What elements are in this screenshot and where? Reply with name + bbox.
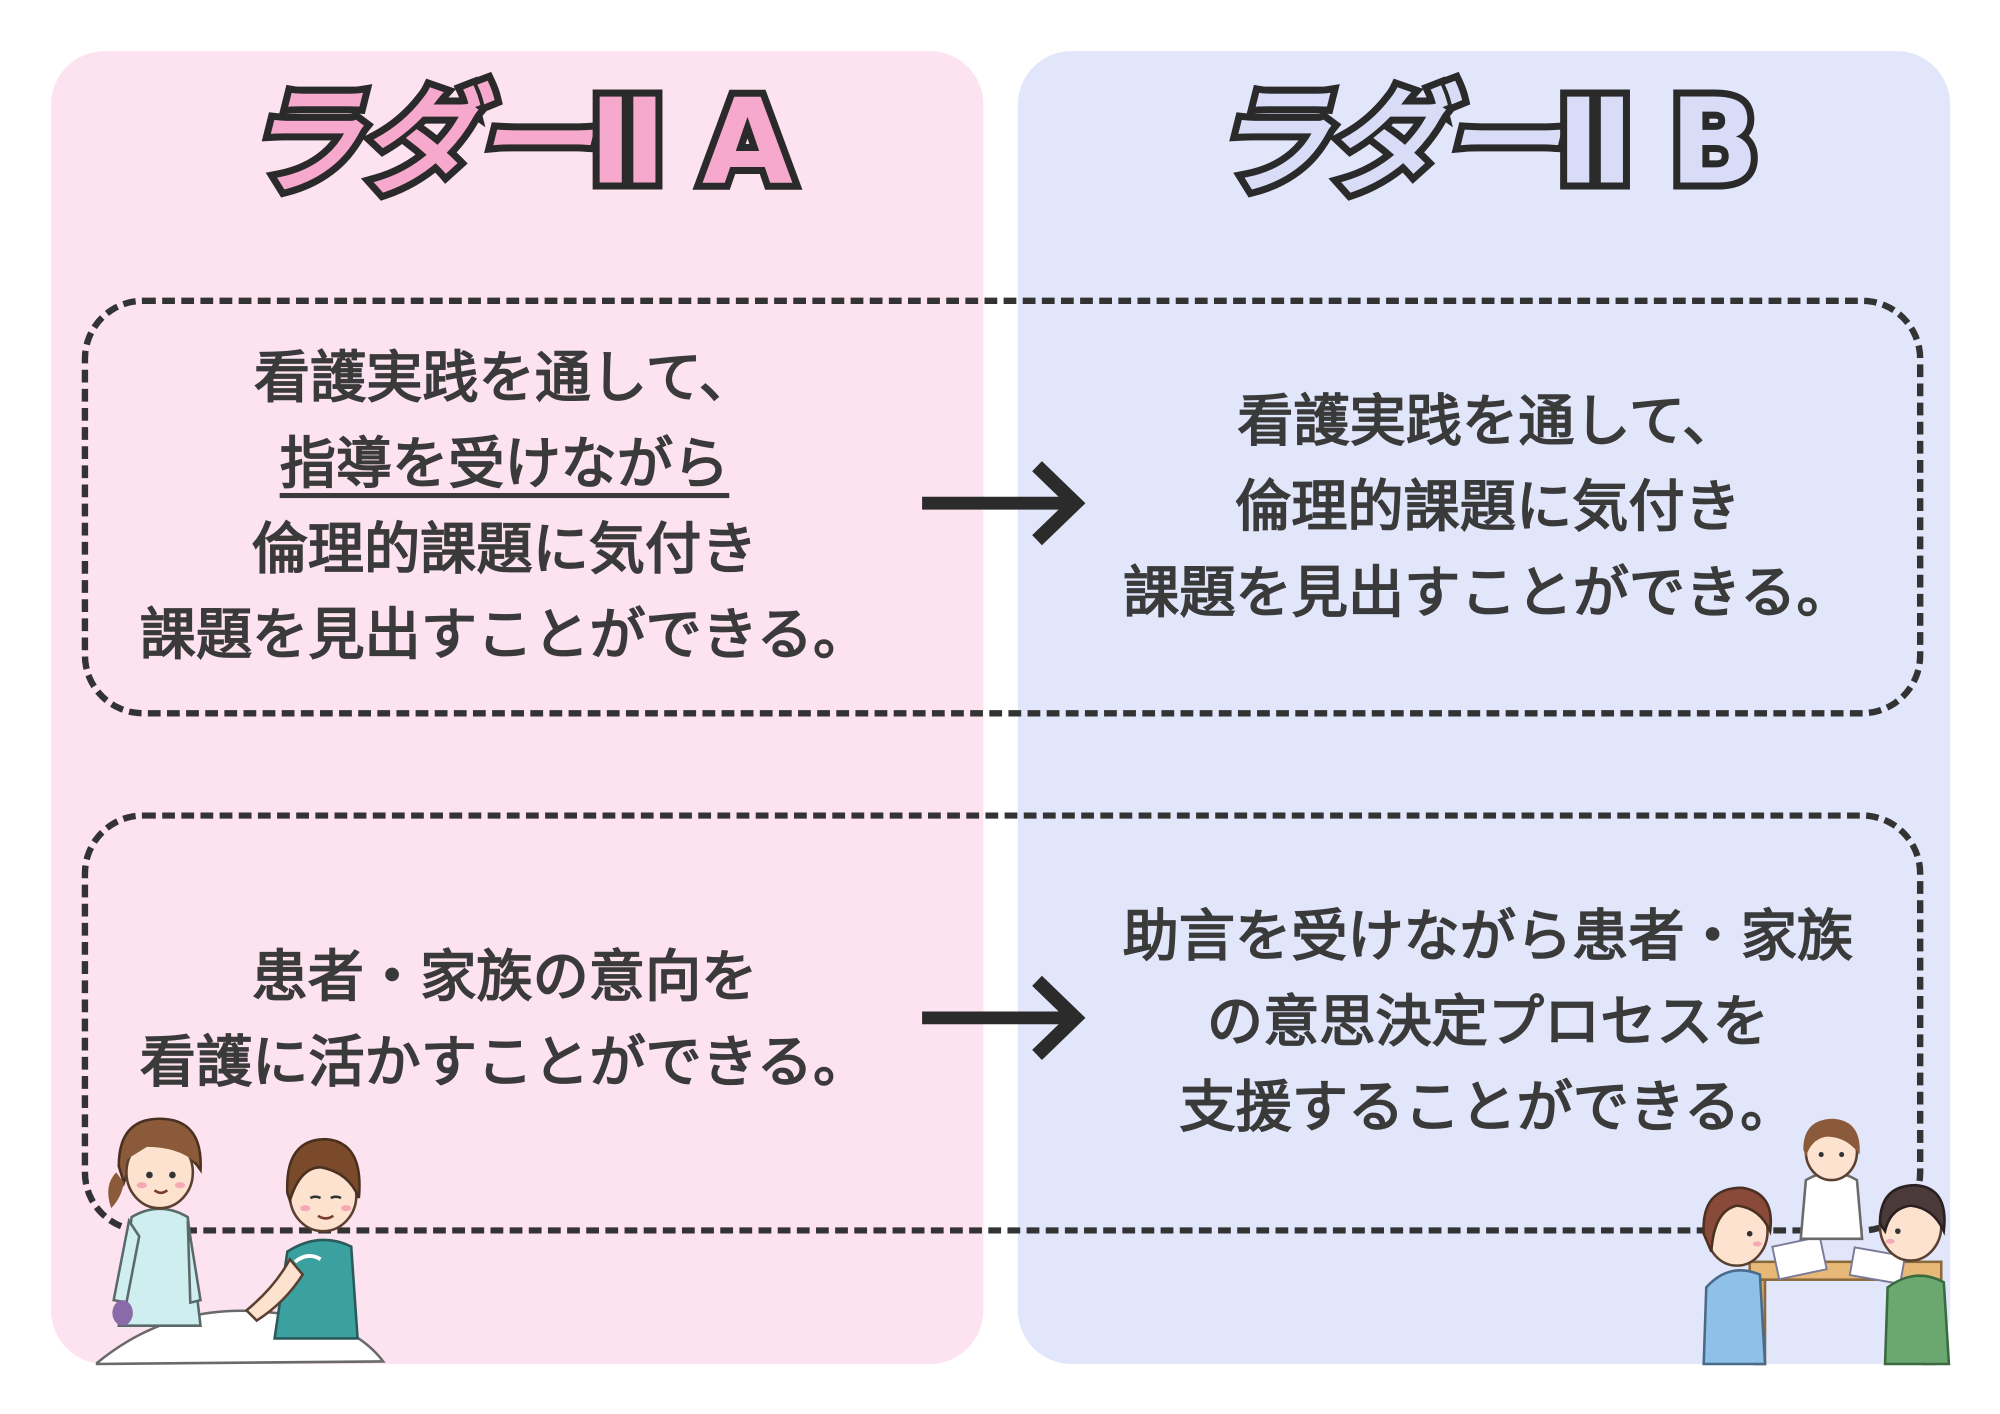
ladder-a-row1-line1: 看護実践を通して、 <box>253 346 756 412</box>
ladder-a-row2-text: 患者・家族の意向を 看護に活かすことができる。 <box>89 935 919 1106</box>
nurse-patient-illustration <box>95 1117 386 1366</box>
ladder-a-row2-line2: 看護に活かすことができる。 <box>139 1030 870 1096</box>
ladder-a-panel <box>51 51 984 1364</box>
ladder-a-title-suffix: Ⅱ A <box>582 67 800 218</box>
ladder-b-title-suffix: Ⅱ B <box>1549 67 1766 218</box>
ladder-a-title-main: ラダー <box>237 67 598 218</box>
arrow-right-icon <box>922 975 1086 1060</box>
row1-dashed-frame <box>81 297 1924 717</box>
row2-dashed-frame <box>81 812 1924 1234</box>
ladder-a-row1-line4: 課題を見出すことができる。 <box>139 602 870 668</box>
ladder-b-row2-line2: の意思決定プロセスを <box>1206 989 1769 1055</box>
ladder-b-title-main: ラダー <box>1204 67 1565 218</box>
ladder-b-row2-line3: 支援することができる。 <box>1179 1075 1797 1141</box>
ladder-b-row1-line1: 看護実践を通して、 <box>1237 389 1739 455</box>
ladder-b-title: ラダーⅡ B <box>1018 66 1950 219</box>
ladder-b-row1-line3: 課題を見出すことができる。 <box>1123 560 1853 626</box>
ladder-b-panel <box>1017 51 1951 1364</box>
ladder-a-row2-line1: 患者・家族の意向を <box>251 945 758 1011</box>
ladder-b-row2-text: 助言を受けながら患者・家族 の意思決定プロセスを 支援することができる。 <box>1054 894 1922 1151</box>
ladder-a-row1-line2: 指導を受けながら <box>89 421 919 507</box>
ladder-a-row1-line3: 倫理的課題に気付き <box>251 517 758 583</box>
ladder-b-row1-line2: 倫理的課題に気付き <box>1234 475 1741 541</box>
ladder-a-row1-text: 看護実践を通して、 指導を受けながら 倫理的課題に気付き 課題を見出すことができ… <box>89 336 919 678</box>
ladder-b-row1-text: 看護実践を通して、 倫理的課題に気付き 課題を見出すことができる。 <box>1054 379 1922 636</box>
ladder-a-title: ラダーⅡ A <box>51 66 983 219</box>
ladder-b-row2-line1: 助言を受けながら患者・家族 <box>1122 904 1854 970</box>
family-meeting-illustration <box>1702 1118 1951 1366</box>
arrow-right-icon <box>922 461 1086 546</box>
ladder-a-row1-underlined-phrase: 指導を受けながら <box>279 431 730 497</box>
